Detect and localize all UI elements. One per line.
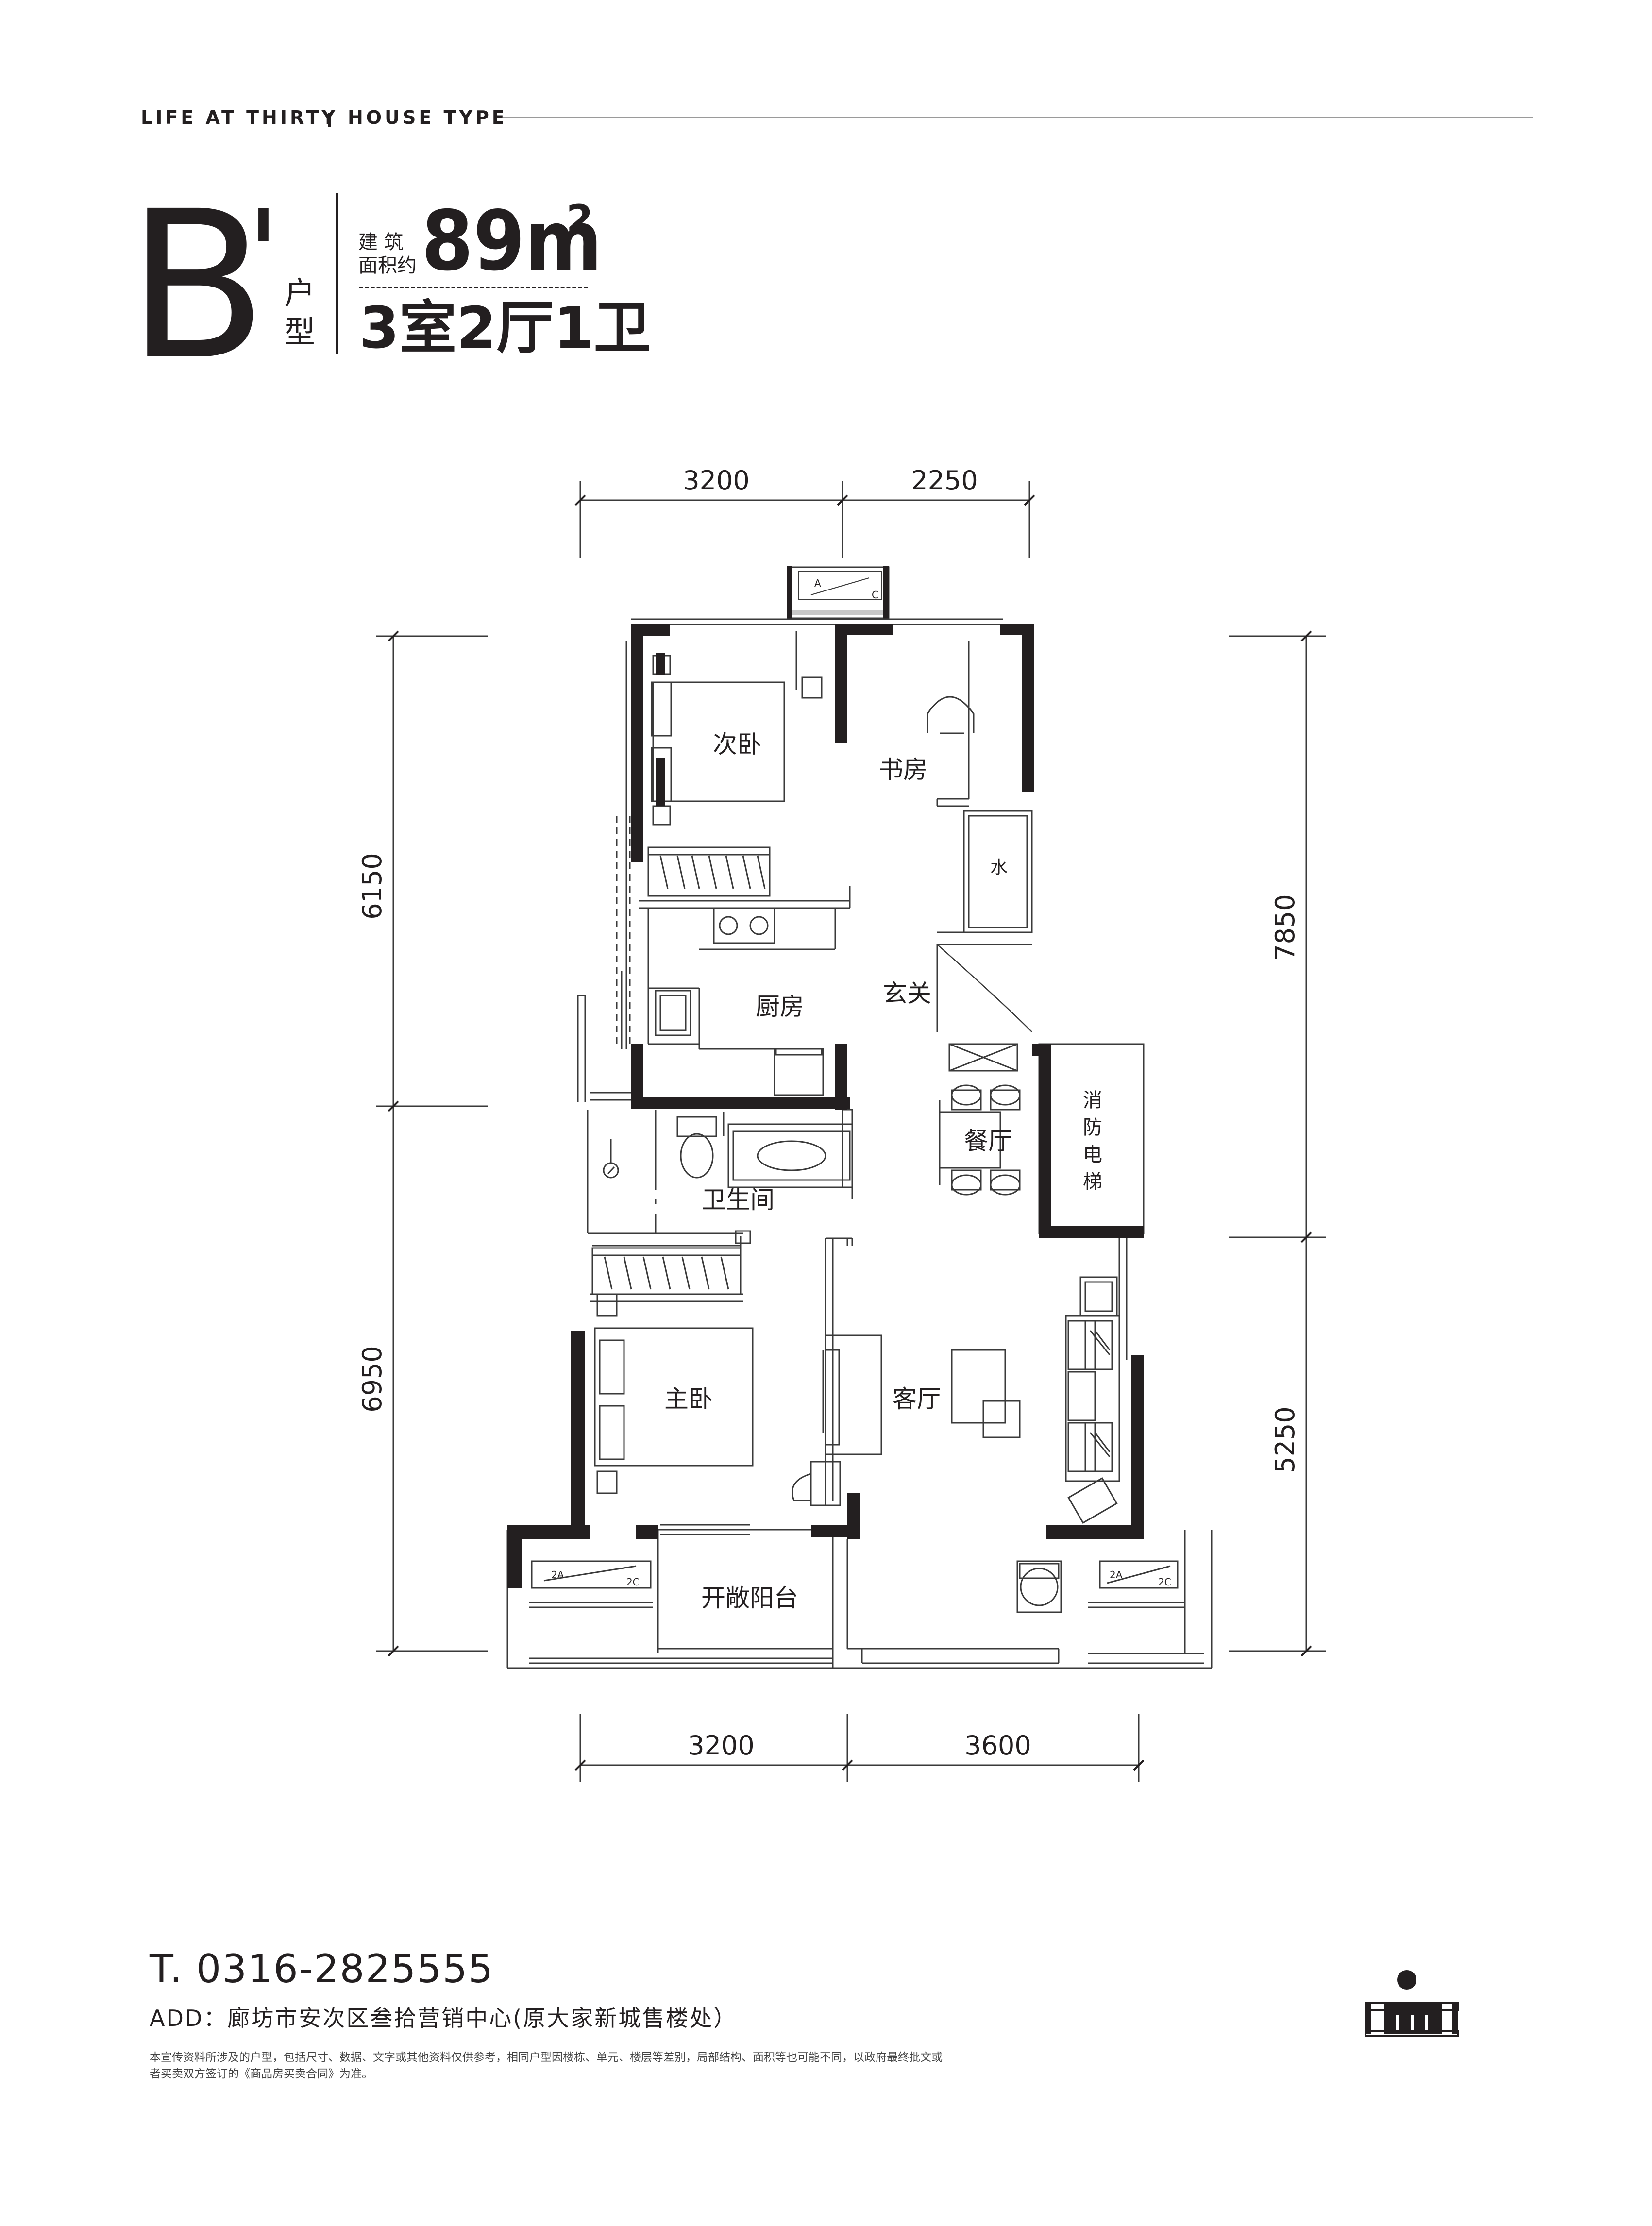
room-water: 水 [990,858,1008,877]
svg-text:1: 1 [1403,1973,1411,1988]
ac-label-2c-left: 2C [626,1576,640,1588]
dim-right-lower: 5250 [1270,1406,1300,1473]
type-label-1: 户 [284,276,315,312]
room-kitchen: 厨房 [756,993,804,1021]
type-label-2: 型 [284,315,315,351]
room-study: 书房 [879,756,927,784]
area-superscript: 2 [566,197,593,242]
header-right: HOUSE TYPE [348,107,507,128]
ac-label-2a-left: 2A [551,1569,564,1581]
ac-label-2a-right: 2A [1110,1569,1123,1581]
room-foyer: 玄关 [883,979,931,1008]
area-value: 89m [421,193,603,289]
disclaimer-line-2: 者买卖双方签订的《商品房买卖合同》为准。 [150,2068,373,2080]
disclaimer-line-1: 本宣传资料所涉及的户型，包括尺寸、数据、文字或其他资料仅供参考，相同户型因楼栋、… [150,2051,943,2064]
dimension-ticks [388,494,1312,1771]
room-balcony: 开敞阳台 [701,1584,798,1612]
unit-prime: ' [247,184,280,325]
header-rule [503,117,1533,118]
plan-dashed [616,816,631,1046]
header-left: LIFE AT THIRTY [141,107,338,128]
header-separator [328,113,331,127]
ac-label-c: C [872,589,878,601]
area-label-2: 面积约 [358,254,417,277]
dim-left-upper: 6150 [357,853,388,919]
wardrobe-hangers [604,855,766,1290]
building-locator: 1 [1365,1970,1459,2037]
address: ADD：廊坊市安次区叁拾营销中心(原大家新城售楼处） [150,2005,738,2031]
plan-outlines [506,618,1213,1669]
room-living: 客厅 [893,1385,941,1413]
room-fire-elevator: 消 防 电 梯 [1083,1089,1102,1193]
dim-top-right: 2250 [911,465,978,496]
dim-right-upper: 7850 [1270,894,1300,961]
room-dining: 餐厅 [964,1127,1012,1155]
dim-left-lower: 6950 [357,1346,388,1412]
ac-label-a: A [814,577,821,589]
dim-bottom-left: 3200 [688,1730,754,1761]
room-bedroom2: 次卧 [713,730,761,759]
ac-label-2c-right: 2C [1158,1576,1171,1588]
title-dash-rule [359,287,588,288]
unit-letter: B [127,168,268,405]
room-master-bedroom: 主卧 [664,1385,713,1413]
area-label-1: 建 筑 [358,231,404,253]
phone-number: T. 0316-2825555 [150,1946,494,1991]
dim-top-left: 3200 [683,465,749,496]
title-divider [336,193,338,354]
room-count: 3室2厅1卫 [359,294,651,361]
dim-bottom-right: 3600 [964,1730,1031,1761]
plan-walls [507,624,1144,1588]
room-bathroom: 卫生间 [702,1186,775,1214]
ac-unit-top [787,566,890,620]
dimension-lines [376,481,1326,1782]
